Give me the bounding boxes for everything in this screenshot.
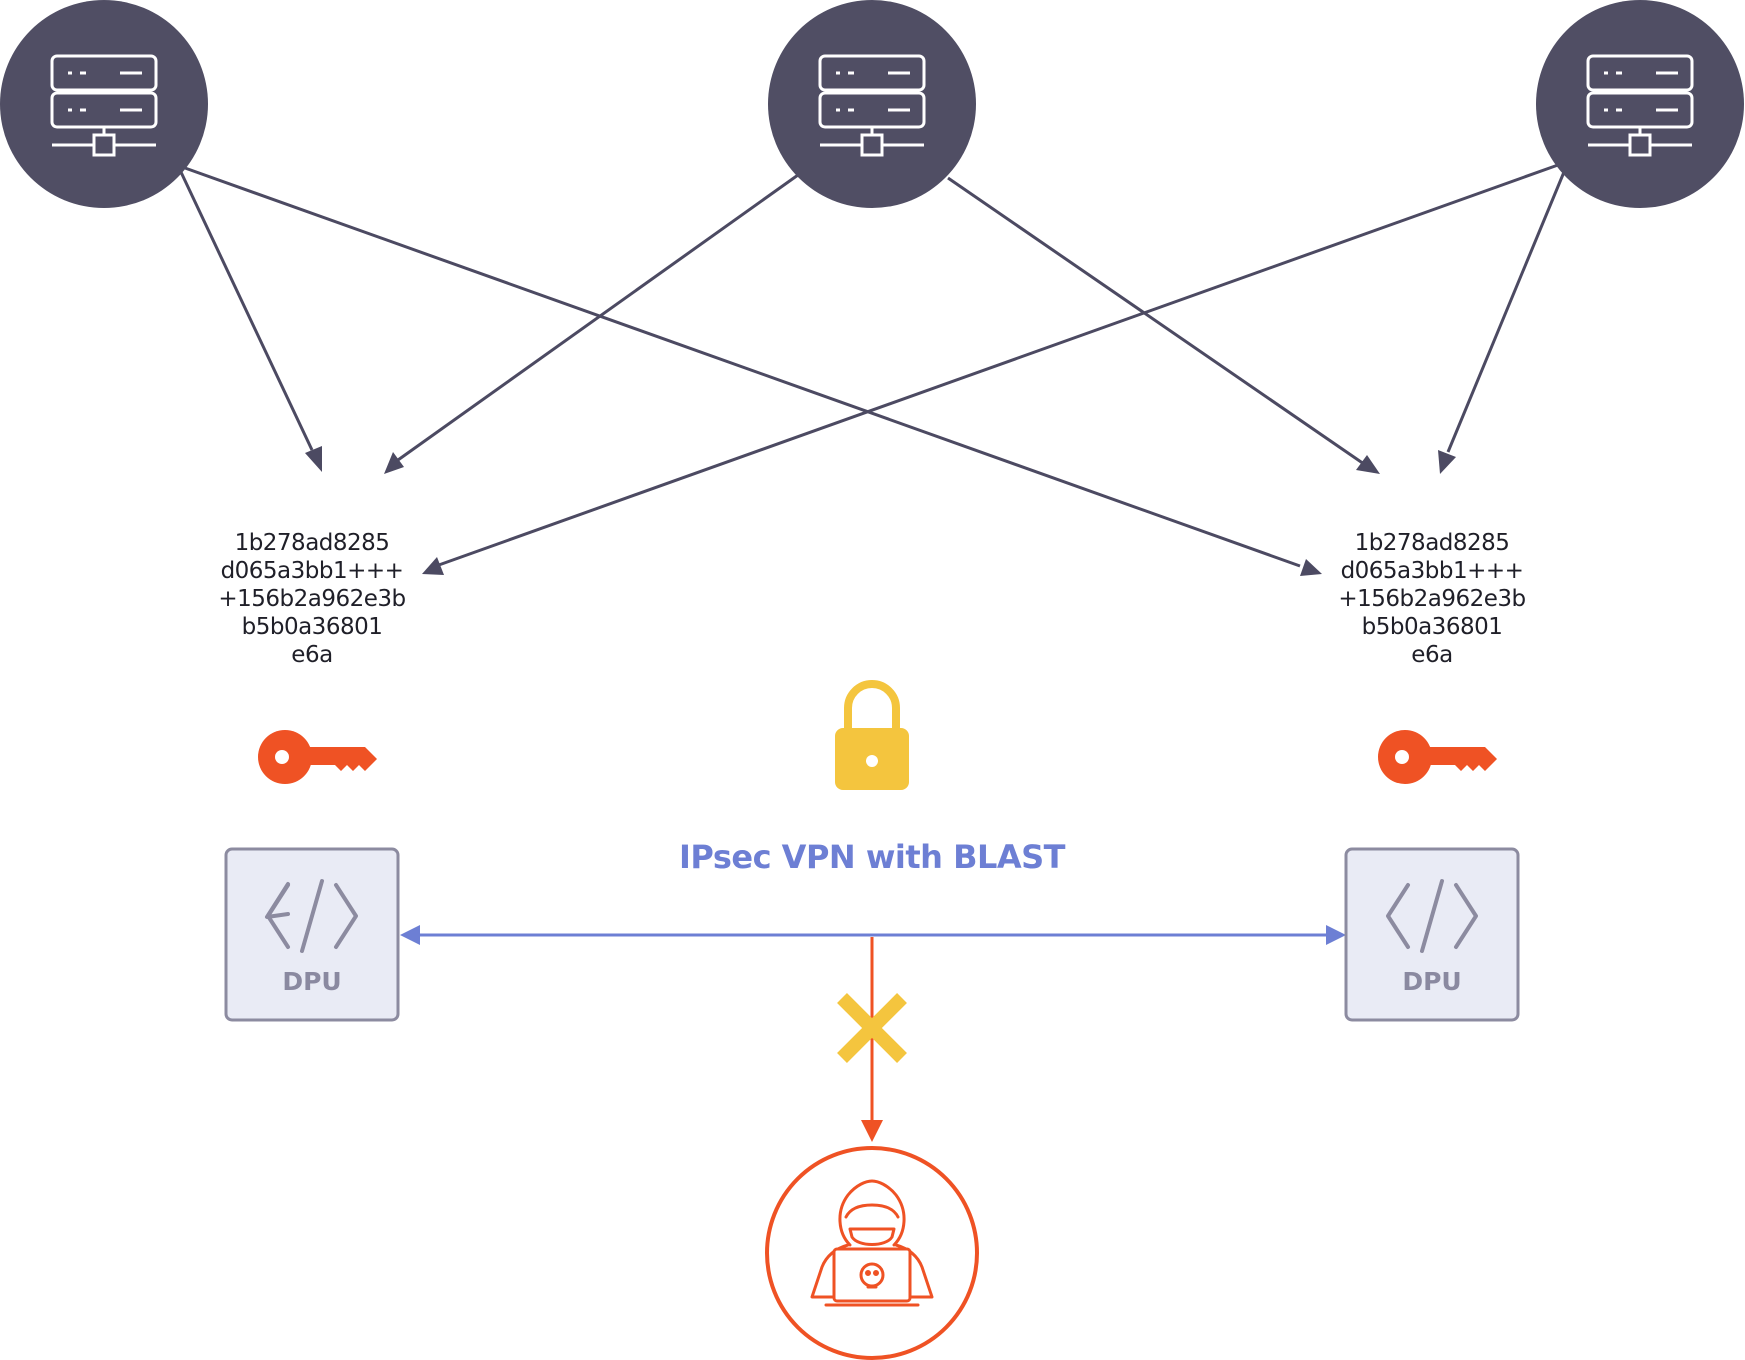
code-icon <box>265 879 358 953</box>
vpn-tunnel <box>400 925 1346 945</box>
cross-icon <box>837 993 907 1063</box>
key-icon-left <box>258 730 377 784</box>
server-node-1 <box>0 0 208 208</box>
vpn-label: IPsec VPN with BLAST <box>679 838 1065 876</box>
dpu-label: DPU <box>1402 967 1461 996</box>
dpu-label: DPU <box>282 967 341 996</box>
padlock-icon <box>835 680 909 790</box>
arrowhead <box>1438 450 1456 474</box>
server-node-3 <box>1536 0 1744 208</box>
hacker-icon <box>810 1179 934 1307</box>
arrowhead <box>422 557 444 575</box>
arrowhead <box>400 925 420 945</box>
arrow-server3-to-left <box>435 163 1559 568</box>
key-line: e6a <box>1411 642 1453 668</box>
arrowhead <box>384 452 404 474</box>
key-line: d065a3bb1+++ <box>220 558 404 584</box>
key-line: +156b2a962e3b <box>218 586 406 612</box>
key-line: b5b0a36801 <box>1361 614 1503 640</box>
arrowhead <box>1356 455 1380 474</box>
arrowhead <box>861 1120 883 1142</box>
arrowhead <box>1326 925 1346 945</box>
arrowhead <box>305 446 322 472</box>
server-node-2 <box>768 0 976 208</box>
key-line: d065a3bb1+++ <box>1340 558 1524 584</box>
arrow-server1-to-left <box>178 169 314 451</box>
dpu-right: DPU <box>1344 847 1520 1022</box>
code-icon <box>1386 879 1478 953</box>
arrowhead <box>1300 559 1322 576</box>
key-icon-right <box>1378 730 1497 784</box>
arrow-server2-to-left <box>397 173 799 462</box>
key-string-left: 1b278ad8285 d065a3bb1+++ +156b2a962e3b b… <box>182 529 442 669</box>
attacker-node <box>765 1146 979 1360</box>
arrow-server2-to-right <box>947 176 1365 466</box>
key-line: e6a <box>291 642 333 668</box>
key-line: b5b0a36801 <box>241 614 383 640</box>
key-line: 1b278ad8285 <box>234 530 390 556</box>
key-line: 1b278ad8285 <box>1354 530 1510 556</box>
distribution-arrows <box>178 163 1566 576</box>
key-string-right: 1b278ad8285 d065a3bb1+++ +156b2a962e3b b… <box>1302 529 1562 669</box>
key-line: +156b2a962e3b <box>1338 586 1526 612</box>
arrow-server3-to-right <box>1446 171 1566 453</box>
dpu-left: DPU <box>224 847 400 1022</box>
arrow-server1-to-right <box>184 166 1301 568</box>
